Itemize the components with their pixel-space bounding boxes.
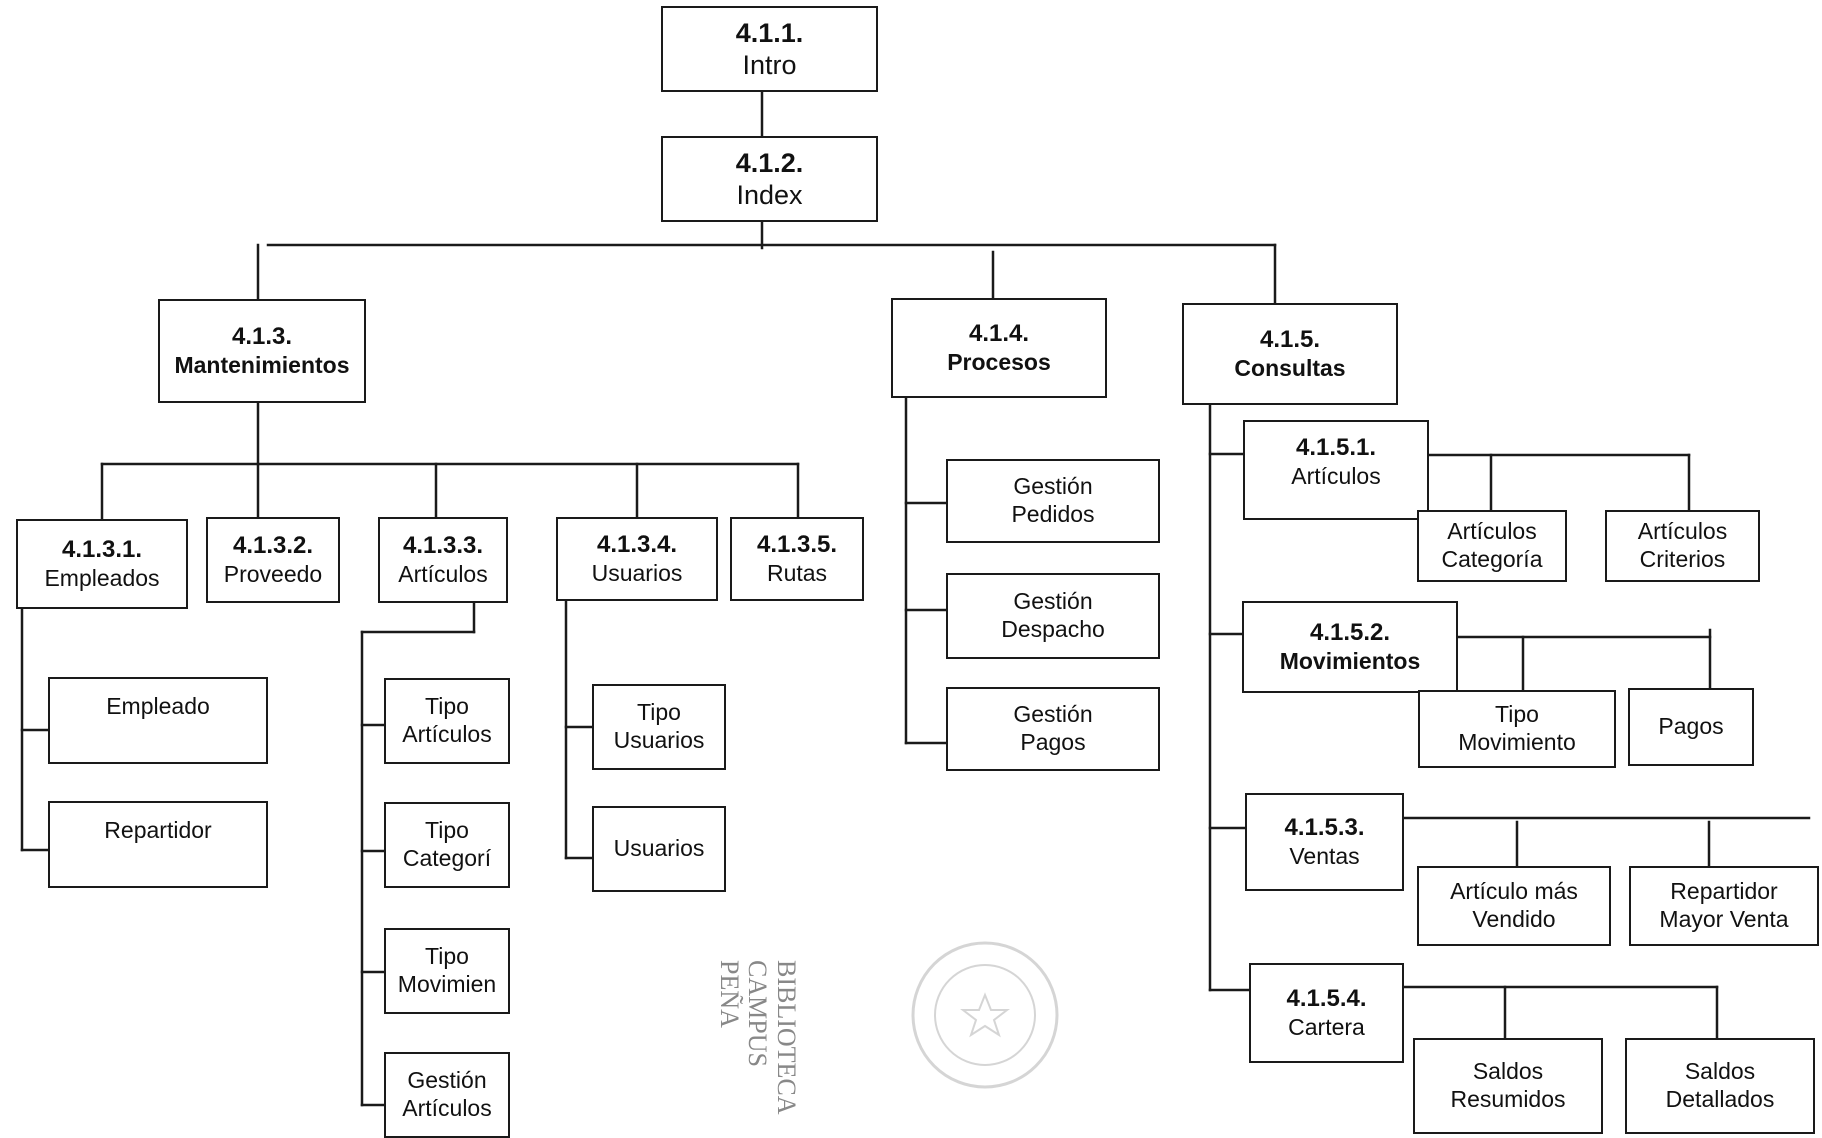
node-articulos-consultas: 4.1.5.1. Artículos: [1243, 420, 1429, 520]
node-label: Movimientos: [1279, 647, 1421, 674]
node-label: Saldos Detallados: [1665, 1058, 1775, 1112]
node-empleado: Empleado: [48, 677, 268, 764]
node-label: Consultas: [1234, 354, 1346, 381]
node-pagos: Pagos: [1628, 688, 1754, 766]
node-index: 4.1.2. Index: [661, 136, 878, 222]
node-tipo-movimiento: Tipo Movimiento: [1418, 690, 1616, 768]
node-label: Procesos: [947, 348, 1051, 375]
node-label: Gestión Artículos: [402, 1067, 492, 1121]
node-ventas: 4.1.5.3. Ventas: [1245, 793, 1404, 891]
node-label: Gestión Pedidos: [1011, 473, 1095, 527]
node-code: 4.1.4.: [968, 319, 1030, 347]
node-label: Artículo más Vendido: [1450, 878, 1578, 932]
node-label: Usuarios: [591, 559, 683, 586]
node-label: Repartidor: [104, 817, 212, 843]
node-label: Gestión Pagos: [1013, 701, 1093, 755]
node-cartera: 4.1.5.4. Cartera: [1249, 963, 1404, 1063]
node-label: Proveedo: [223, 560, 323, 587]
node-label: Artículos Categoría: [1441, 518, 1543, 572]
node-repartidor-mayor-venta: Repartidor Mayor Venta: [1629, 866, 1819, 946]
node-label: Pagos: [1658, 713, 1724, 740]
node-code: 4.1.3.2.: [232, 531, 314, 559]
node-label: Mantenimientos: [174, 351, 350, 378]
node-procesos: 4.1.4. Procesos: [891, 298, 1107, 398]
node-code: 4.1.3.3.: [402, 531, 484, 559]
node-code: 4.1.5.1.: [1295, 434, 1377, 461]
node-label: Tipo Movimien: [397, 943, 497, 997]
node-label: Usuarios: [613, 835, 705, 862]
node-code: 4.1.3.: [231, 322, 293, 350]
node-label: Tipo Categorí: [402, 817, 492, 871]
node-rutas: 4.1.3.5. Rutas: [730, 517, 864, 601]
node-label: Cartera: [1288, 1013, 1365, 1040]
library-seal-stamp: [911, 941, 1059, 1089]
node-code: 4.1.5.3.: [1284, 813, 1365, 841]
node-proveedo: 4.1.3.2. Proveedo: [206, 517, 340, 603]
node-code: 4.1.5.: [1259, 325, 1321, 353]
node-consultas: 4.1.5. Consultas: [1182, 303, 1398, 405]
node-label: Artículos: [398, 560, 488, 587]
node-articulos-criterios: Artículos Criterios: [1605, 510, 1760, 582]
node-code: 4.1.3.1.: [61, 535, 143, 563]
node-code: 4.1.3.4.: [596, 530, 678, 558]
node-label: Repartidor Mayor Venta: [1659, 878, 1789, 932]
node-label: Tipo Movimiento: [1458, 701, 1576, 755]
node-code: 4.1.2.: [735, 147, 804, 178]
node-label: Index: [736, 180, 803, 210]
node-label: Gestión Despacho: [1001, 588, 1105, 642]
node-label: Empleados: [44, 564, 160, 591]
node-gestion-despacho: Gestión Despacho: [946, 573, 1160, 659]
node-usuarios-mant: 4.1.3.4. Usuarios: [556, 517, 718, 601]
node-label: Tipo Usuarios: [613, 699, 705, 753]
node-label: Empleado: [106, 693, 210, 719]
node-movimientos: 4.1.5.2. Movimientos: [1242, 601, 1458, 693]
node-gestion-pagos: Gestión Pagos: [946, 687, 1160, 771]
node-mantenimientos: 4.1.3. Mantenimientos: [158, 299, 366, 403]
node-saldos-resumidos: Saldos Resumidos: [1413, 1038, 1603, 1134]
node-code: 4.1.5.2.: [1309, 618, 1391, 646]
node-intro: 4.1.1. Intro: [661, 6, 878, 92]
node-articulo-mas-vendido: Artículo más Vendido: [1417, 866, 1611, 946]
node-code: 4.1.3.5.: [756, 530, 838, 558]
node-label: Artículos: [1291, 462, 1381, 489]
node-usuarios: Usuarios: [592, 806, 726, 892]
node-repartidor: Repartidor: [48, 801, 268, 888]
node-tipo-movimien: Tipo Movimien: [384, 928, 510, 1014]
node-code: 4.1.5.4.: [1286, 984, 1367, 1012]
node-articulos-mant: 4.1.3.3. Artículos: [378, 517, 508, 603]
node-code: 4.1.1.: [735, 17, 804, 48]
node-label: Rutas: [766, 559, 828, 586]
node-label: Artículos Criterios: [1637, 518, 1728, 572]
node-gestion-pedidos: Gestión Pedidos: [946, 459, 1160, 543]
node-label: Saldos Resumidos: [1450, 1058, 1566, 1112]
node-label: Tipo Artículos: [402, 693, 492, 747]
node-saldos-detallados: Saldos Detallados: [1625, 1038, 1815, 1134]
node-gestion-articulos: Gestión Artículos: [384, 1052, 510, 1138]
node-label: Ventas: [1289, 842, 1360, 869]
stamp-text: BIBLIOTECA CAMPUS PEÑA: [714, 960, 801, 1115]
node-label: Intro: [742, 50, 797, 80]
node-tipo-usuarios: Tipo Usuarios: [592, 684, 726, 770]
node-empleados: 4.1.3.1. Empleados: [16, 519, 188, 609]
node-tipo-articulos: Tipo Artículos: [384, 678, 510, 764]
node-articulos-categoria: Artículos Categoría: [1417, 510, 1567, 582]
node-tipo-categori: Tipo Categorí: [384, 802, 510, 888]
